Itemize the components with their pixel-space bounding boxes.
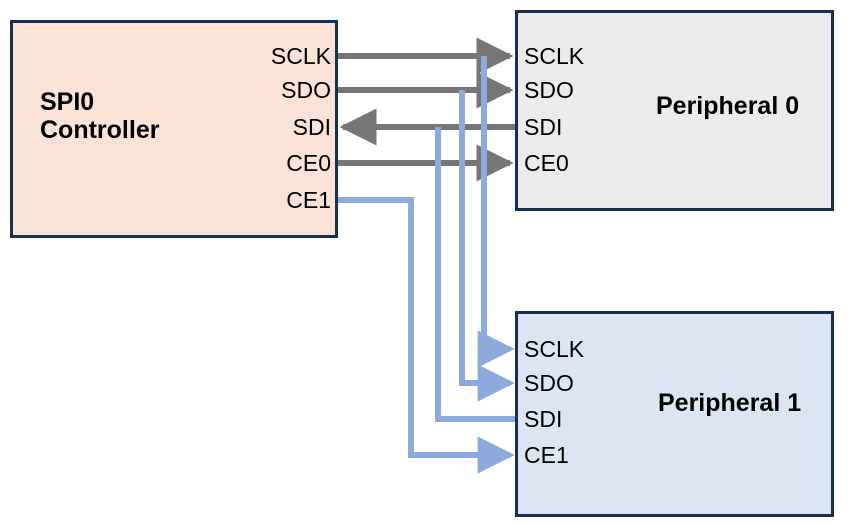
peripheral0-pin-sclk: SCLK <box>524 43 585 69</box>
spi-controller-block[interactable] <box>10 20 338 238</box>
controller-title: SPI0 Controller <box>40 88 160 144</box>
peripheral-0-title: Peripheral 0 <box>656 92 800 120</box>
peripheral1-pin-sdi: SDI <box>524 406 563 432</box>
controller-pin-ce0: CE0 <box>286 150 331 176</box>
peripheral-1-block[interactable] <box>515 311 834 517</box>
controller-pin-ce1: CE1 <box>286 187 331 213</box>
wire-sclk-branch-to-peripheral1 <box>477 56 515 368</box>
wire-sdi-branch-from-peripheral1 <box>435 127 515 422</box>
wire-sdo-branch-to-peripheral1 <box>459 90 515 402</box>
peripheral-0-block[interactable] <box>515 10 834 211</box>
peripheral1-pin-sdo: SDO <box>524 370 574 396</box>
peripheral-1-title: Peripheral 1 <box>658 389 802 417</box>
peripheral0-pin-sdo: SDO <box>524 77 574 103</box>
controller-pin-sdi: SDI <box>292 114 331 140</box>
peripheral1-pin-ce1: CE1 <box>524 442 569 468</box>
controller-pin-sdo: SDO <box>281 77 331 103</box>
peripheral0-pin-sdi: SDI <box>524 114 563 140</box>
peripheral0-pin-ce0: CE0 <box>524 150 569 176</box>
wire-ce1-to-peripheral1 <box>338 197 515 474</box>
peripheral1-pin-sclk: SCLK <box>524 336 585 362</box>
controller-pin-sclk: SCLK <box>270 43 331 69</box>
